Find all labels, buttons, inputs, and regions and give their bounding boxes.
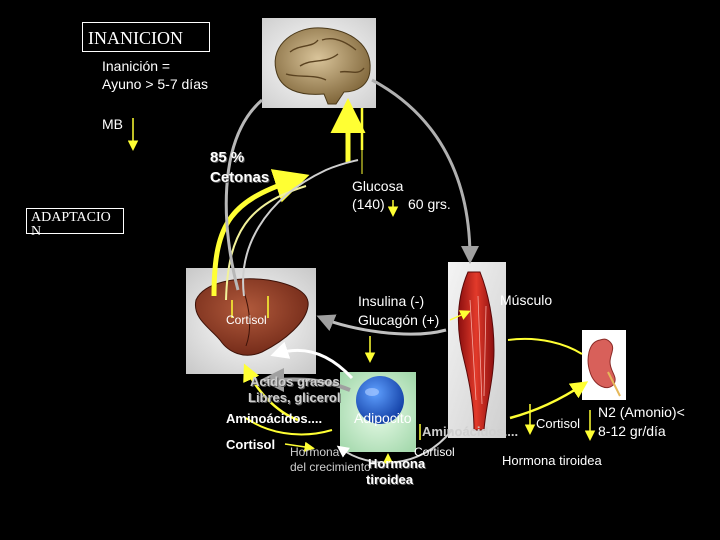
- insulin-label: Insulina (-): [358, 293, 425, 309]
- mb-label: MB: [102, 116, 123, 132]
- pathway-arrows: [211, 78, 589, 464]
- nitrogen-line-1: N2 (Amonio)<: [598, 404, 685, 420]
- title-box: INANICION: [82, 22, 210, 52]
- fatty-acids-label: Acidos grasos: [250, 374, 340, 389]
- adipocyte-label: Adipocito: [354, 410, 412, 426]
- thyroid-hormone-line-2: tiroidea: [366, 472, 413, 487]
- definition-line-2: Ayuno > 5-7 días: [102, 76, 208, 92]
- thyroid-hormone-muscle-label: Hormona tiroidea: [502, 453, 602, 468]
- cortisol-muscle-label: Cortisol: [536, 416, 581, 431]
- glucagon-label: Glucagón (+): [358, 312, 440, 328]
- ketones-label: Cetonas: [210, 169, 270, 186]
- liver-image: [186, 268, 316, 374]
- regulation-arrows: [127, 118, 596, 468]
- amino-acids-left-label: Aminoácidos....: [226, 411, 323, 426]
- ketones-percent: 85 %: [210, 149, 245, 166]
- cortisol-left-label: Cortisol: [226, 437, 276, 452]
- growth-hormone-line-2: del crecimiento: [290, 460, 371, 474]
- glucose-amount: 60 grs.: [408, 196, 451, 212]
- adipocyte-image: [340, 372, 416, 452]
- amino-acids-right-label: Aminoácidos....: [422, 424, 519, 439]
- adaptation-box: ADAPTACIO N: [26, 208, 124, 239]
- glycerol-label: Libres, glicerol: [248, 390, 341, 405]
- kidney-image: [582, 330, 626, 400]
- glucose-value: (140): [352, 196, 385, 212]
- muscle-label: Músculo: [500, 292, 553, 308]
- nitrogen-line-2: 8-12 gr/día: [598, 423, 666, 439]
- thyroid-hormone-line-1: Hormona: [368, 456, 426, 471]
- cortisol-adipocyte-label: Cortisol: [414, 445, 455, 459]
- definition-line-1: Inanición =: [102, 58, 171, 74]
- liver-cortisol-label: Cortisol: [226, 313, 267, 327]
- growth-hormone-line-1: Hormona: [290, 445, 340, 459]
- glucose-label: Glucosa: [352, 178, 404, 194]
- muscle-image: [448, 262, 506, 438]
- brain-image: [262, 18, 376, 108]
